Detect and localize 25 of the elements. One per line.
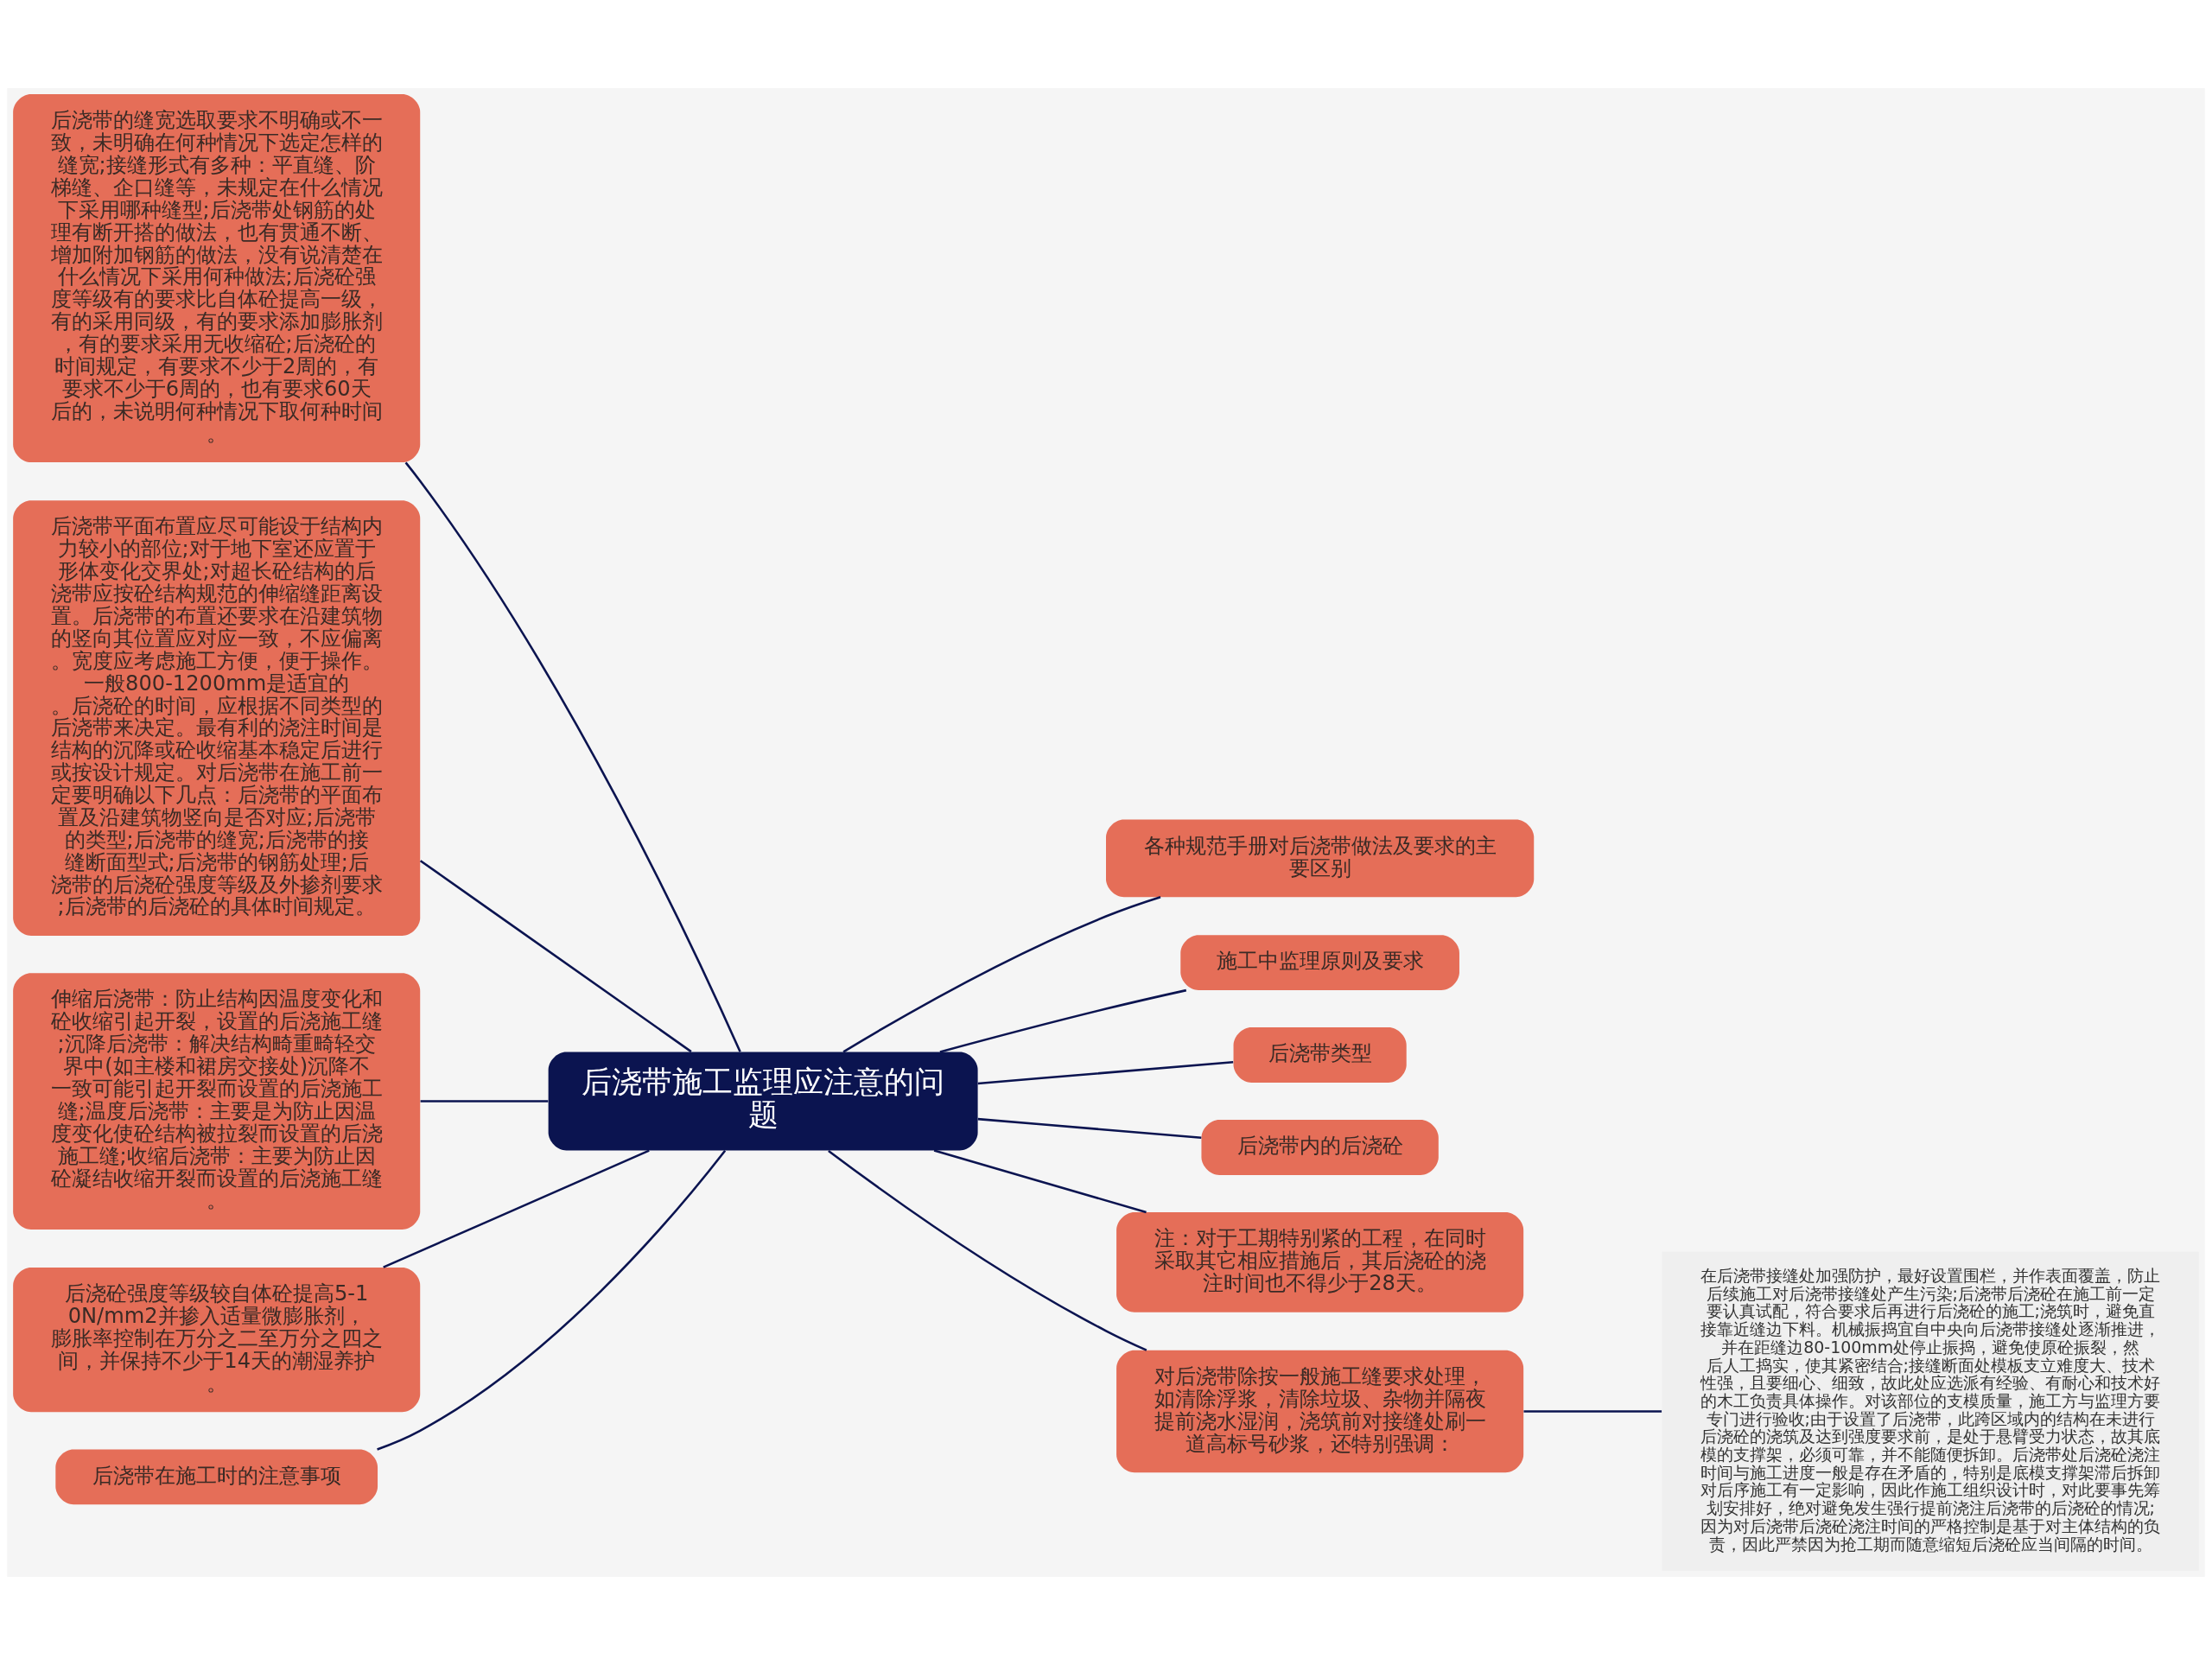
connector bbox=[842, 896, 1161, 1053]
connector bbox=[377, 1149, 727, 1451]
node-box: 各种规范手册对后浇带做法及要求的主要区别 bbox=[1106, 819, 1535, 898]
connector bbox=[404, 461, 741, 1052]
connector bbox=[828, 1149, 1147, 1351]
node-box: 后浇带类型 bbox=[1233, 1027, 1407, 1083]
connector bbox=[1523, 1410, 1662, 1413]
connector bbox=[933, 1149, 1147, 1214]
node-box: 后浇砼强度等级较自体砼提高5-10N/mm2并掺入适量微膨胀剂，膨胀率控制在万分之二至万分之四之间，并保持不少于14天的潮湿养护。 bbox=[13, 1267, 421, 1413]
node-box: 后浇带施工监理应注意的问题 bbox=[548, 1052, 978, 1151]
connector bbox=[420, 1100, 549, 1103]
node-box: 后浇带在施工时的注意事项 bbox=[55, 1449, 378, 1505]
node-box: 对后浇带除按一般施工缝要求处理，如清除浮浆，清除垃圾、杂物并隔夜提前浇水湿润，浇筑前对接缝处刷一道高标号砂浆，还特别强调： bbox=[1116, 1350, 1524, 1473]
connector bbox=[977, 1117, 1202, 1139]
node-box: 注：对于工期特别紧的工程，在同时采取其它相应措施后，其后浇砼的浇注时间也不得少于28天。 bbox=[1116, 1212, 1524, 1312]
node-box: 后浇带内的后浇砼 bbox=[1201, 1120, 1439, 1175]
node-box: 在后浇带接缝处加强防护，最好设置围栏，并作表面覆盖，防止后续施工对后浇带接缝处产生污染;后浇带后浇砼在施工前一定要认真试配，符合要求后再进行后浇砼的施工;浇筑时，避免直接靠近缝边下料。机械振捣宜自中央向后浇带接缝处逐渐推进，并在距缝边80-100mm处停止振捣，避免使原砼振裂，然后人工捣实，使其紧密结合;接缝断面处模板支立难度大、技术性强，且要细心、细致，故此处应选派有经验、有耐心和技术好的木工负责具体操作。对该部位的支模质量，施工方与监理方要专门进行验收;由于设置了后浇带，此跨区域内的结构在未进行后浇砼的浇筑及达到强度要求前，是处于悬臂受力状态，故其底模的支撑架，必须可靠，并不能随便拆卸。后浇带处后浇砼浇注时间与施工进度一般是存在矛盾的，特别是底模支撑架滞后拆卸对后序施工有一定影响，因此作施工组织设计时，对此要事先筹划安排好，绝对避免发生强行提前浇注后浇带的后浇砼的情况;因为对后浇带后浇砼浇注时间的严格控制是基于对主体结构的负责，因此严禁因为抢工期而随意缩短后浇砼应当间隔的时间。 bbox=[1662, 1251, 2199, 1572]
connector bbox=[977, 1061, 1234, 1085]
connector bbox=[419, 860, 692, 1053]
node-box: 施工中监理原则及要求 bbox=[1180, 935, 1459, 990]
connector bbox=[939, 988, 1187, 1053]
node-box: 伸缩后浇带：防止结构因温度变化和砼收缩引起开裂，设置的后浇施工缝;沉降后浇带：解决结构畸重畸轻交界中(如主楼和裙房交接处)沉降不一致可能引起开裂而设置的后浇施工缝;温度后浇带：主要是为防止因温度变化使砼结构被拉裂而设置的后浇施工缝;收缩后浇带：主要为防止因砼凝结收缩开裂而设置的后浇施工缝。 bbox=[13, 973, 421, 1230]
node-box: 后浇带的缝宽选取要求不明确或不一致，未明确在何种情况下选定怎样的缝宽;接缝形式有多种：平直缝、阶梯缝、企口缝等，未规定在什么情况下采用哪种缝型;后浇带处钢筋的处理有断开搭的做法，也有贯通不断、增加附加钢筋的做法，没有说清楚在什么情况下采用何种做法;后浇砼强度等级有的要求比自体砼提高一级，有的采用同级，有的要求添加膨胀剂，有的要求采用无收缩砼;后浇砼的时间规定，有要求不少于2周的，有要求不少于6周的，也有要求60天后的，未说明何种情况下取何种时间。 bbox=[13, 93, 421, 463]
node-box: 后浇带平面布置应尽可能设于结构内力较小的部位;对于地下室还应置于形体变化交界处;对超长砼结构的后浇带应按砼结构规范的伸缩缝距离设置。后浇带的布置还要求在沿建筑物的竖向其位置应对应一致，不应偏离。宽度应考虑施工方便，便于操作。一般800-1200mm是适宜的。后浇砼的时间，应根据不同类型的后浇带来决定。最有利的浇注时间是结构的沉降或砼收缩基本稳定后进行或按设计规定。对后浇带在施工前一定要明确以下几点：后浇带的平面布置及沿建筑物竖向是否对应;后浇带的类型;后浇带的缝宽;后浇带的接缝断面型式;后浇带的钢筋处理;后浇带的后浇砼强度等级及外掺剂要求;后浇带的后浇砼的具体时间规定。 bbox=[13, 500, 421, 936]
connector bbox=[383, 1149, 650, 1268]
